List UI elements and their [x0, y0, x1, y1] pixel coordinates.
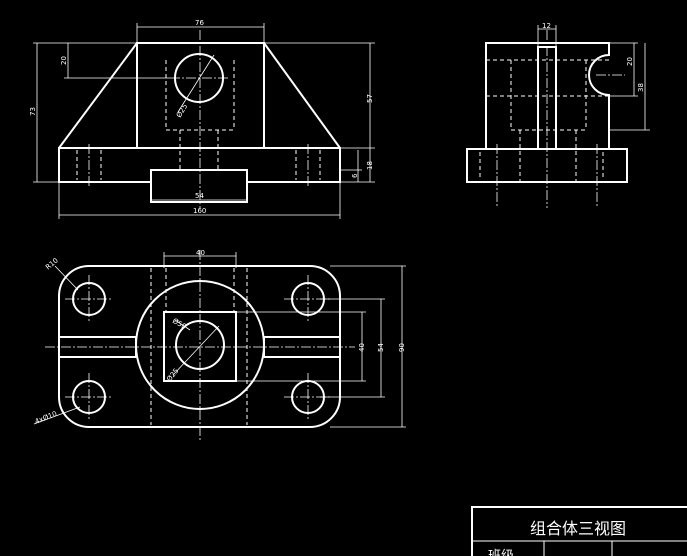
side-view — [466, 25, 650, 208]
front-dim-overall-width: 160 — [193, 207, 206, 215]
title-block-frame — [471, 506, 687, 556]
front-dim-right-height: 57 — [366, 94, 374, 103]
side-hidden-lines — [479, 59, 609, 182]
top-dim-right-overall: 90 — [398, 343, 406, 352]
front-dim-right-small-2: 6 — [351, 173, 359, 178]
front-hidden-lines — [76, 60, 321, 180]
front-dim-base-groove: 54 — [195, 192, 204, 200]
top-dim-holes: 4xØ10 — [34, 410, 58, 426]
title-block — [471, 506, 687, 556]
front-dim-left-height: 73 — [29, 107, 37, 116]
top-dim-corner-hole: R10 — [44, 257, 60, 272]
top-centerlines — [45, 250, 355, 440]
top-hidden-lines — [150, 268, 248, 425]
front-right-rib — [263, 42, 341, 149]
front-dim-top: 76 — [195, 19, 204, 27]
front-base-groove — [150, 169, 248, 203]
front-dim-small-left: 20 — [60, 56, 68, 65]
top-dim-circle-big: Ø50 — [171, 317, 187, 331]
side-upright — [485, 42, 610, 149]
side-dim-texts: 12 20 38 — [542, 22, 645, 92]
front-dim-hole-dia: Ø25 — [175, 103, 189, 119]
title-block-title: 组合体三视图 — [530, 519, 626, 538]
top-dim-right-inner: 40 — [358, 343, 366, 352]
top-view — [33, 250, 406, 440]
front-centerlines — [88, 30, 309, 208]
front-left-rib — [58, 42, 138, 149]
side-dim-top: 12 — [542, 22, 551, 30]
side-dimensions — [537, 25, 650, 131]
front-dimensions — [33, 23, 375, 219]
top-dim-right-middle: 54 — [377, 343, 385, 352]
title-block-partial-label: 班级 — [488, 549, 514, 556]
front-dim-texts: 76 73 20 57 18 6 54 160 Ø25 — [29, 19, 374, 215]
front-upright — [136, 42, 265, 148]
side-dim-right-height: 38 — [637, 83, 645, 92]
front-dim-right-small-1: 18 — [366, 161, 374, 170]
top-dimensions — [33, 252, 406, 428]
front-view — [33, 23, 375, 219]
side-centerlines — [496, 30, 625, 208]
top-dim-top: 40 — [196, 249, 205, 257]
side-dim-right-small: 20 — [626, 57, 634, 66]
